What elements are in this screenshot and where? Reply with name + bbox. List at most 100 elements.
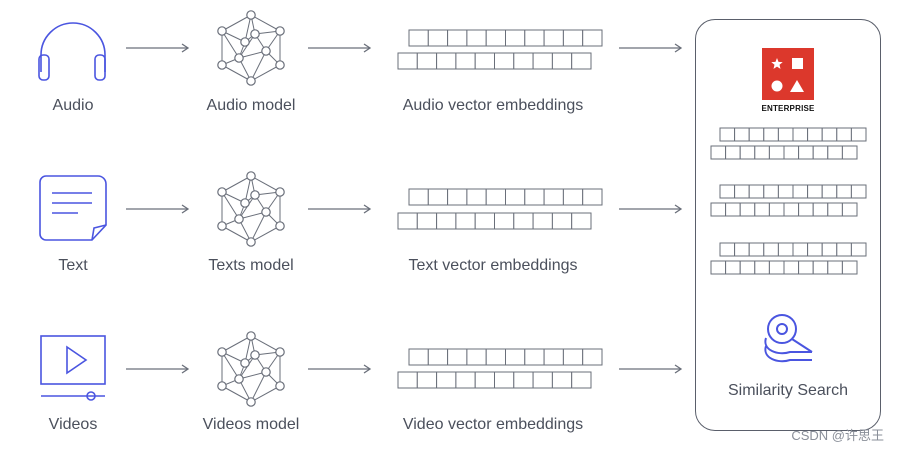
arrow [308,204,372,214]
vector-cell [524,188,545,206]
video-embedding-label: Video vector embeddings [402,416,584,433]
vector-cell [466,188,487,206]
arrow [619,364,683,374]
circle-shape [771,80,783,92]
vector-cell [505,188,526,206]
vector-cell [416,371,438,389]
text-embedding-label: Text vector embeddings [408,257,578,274]
vector-cell [494,371,515,389]
vector-cell [408,348,429,366]
headphones-icon [38,22,106,81]
logo-square [762,48,814,100]
vector-cell [447,188,468,206]
vector-cell [543,188,564,206]
neural-network-icon [217,331,285,407]
vector-cell [436,52,457,70]
vector-cell [532,371,553,389]
text-model-label: Texts model [208,257,294,274]
vector-cell [474,371,496,389]
vector-cell [397,371,418,389]
vector-cell [551,212,573,230]
star-shape [771,58,783,69]
vector-cell [397,212,418,230]
arrow [619,43,683,53]
square-shape [792,58,803,69]
similarity-search-label: Similarity Search [727,382,849,399]
vector-cell [571,52,592,70]
arrow [619,204,683,214]
vector-cell [505,29,526,47]
vector-database-panel [695,19,881,431]
video-model-label: Videos model [202,416,300,433]
vector-cell [562,348,584,366]
vector-cell [850,127,867,142]
vector-cell [551,52,573,70]
vector-row [397,52,592,70]
video-source-label: Videos [48,416,98,433]
watermark: CSDN @许思王 [791,428,884,443]
vector-cell [841,260,858,275]
similarity-search-icon [764,314,813,363]
vector-row [719,184,867,199]
arrow [126,204,190,214]
vector-cell [436,212,457,230]
vector-cell [427,29,449,47]
vector-cell [474,52,496,70]
vector-cell [416,52,438,70]
vector-cell [841,145,858,160]
vector-row [408,348,603,366]
audio-embedding-label: Audio vector embeddings [402,97,584,114]
vector-cell [582,29,603,47]
audio-model-label: Audio model [206,97,296,114]
vector-row [710,260,858,275]
vector-cell [532,52,553,70]
triangle-shape [790,80,804,92]
vector-cell [582,188,603,206]
vector-cell [524,348,545,366]
vector-cell [841,202,858,217]
audio-source-label: Audio [52,97,94,114]
video-player-icon [40,335,106,401]
model-networks [217,10,285,407]
vector-cell [513,371,534,389]
vector-cell [447,29,468,47]
vector-row [710,145,858,160]
vector-cell [850,242,867,257]
vector-cell [543,29,564,47]
neural-network-icon [217,171,285,247]
vector-cell [513,52,534,70]
vector-cell [494,212,515,230]
arrow [126,43,190,53]
vector-grids [397,29,867,389]
vector-cell [850,184,867,199]
vector-cell [562,29,584,47]
flow-arrows [126,43,683,374]
enterprise-logo-text: ENTERPRISE [761,104,815,113]
vector-cell [466,29,487,47]
vector-row [710,202,858,217]
vector-row [397,371,592,389]
vector-cell [524,29,545,47]
vector-row [408,188,603,206]
arrow [126,364,190,374]
vector-row [408,29,603,47]
vector-cell [455,212,476,230]
vector-cell [494,52,515,70]
vector-cell [571,212,592,230]
vector-cell [397,52,418,70]
vector-cell [485,188,507,206]
vector-cell [474,212,496,230]
vector-cell [447,348,468,366]
vector-cell [485,348,507,366]
vector-cell [562,188,584,206]
text-source-label: Text [58,257,88,274]
arrow [308,364,372,374]
document-icon [39,175,107,241]
vector-cell [571,371,592,389]
vector-cell [436,371,457,389]
vector-cell [466,348,487,366]
vector-cell [427,188,449,206]
vector-row [719,242,867,257]
